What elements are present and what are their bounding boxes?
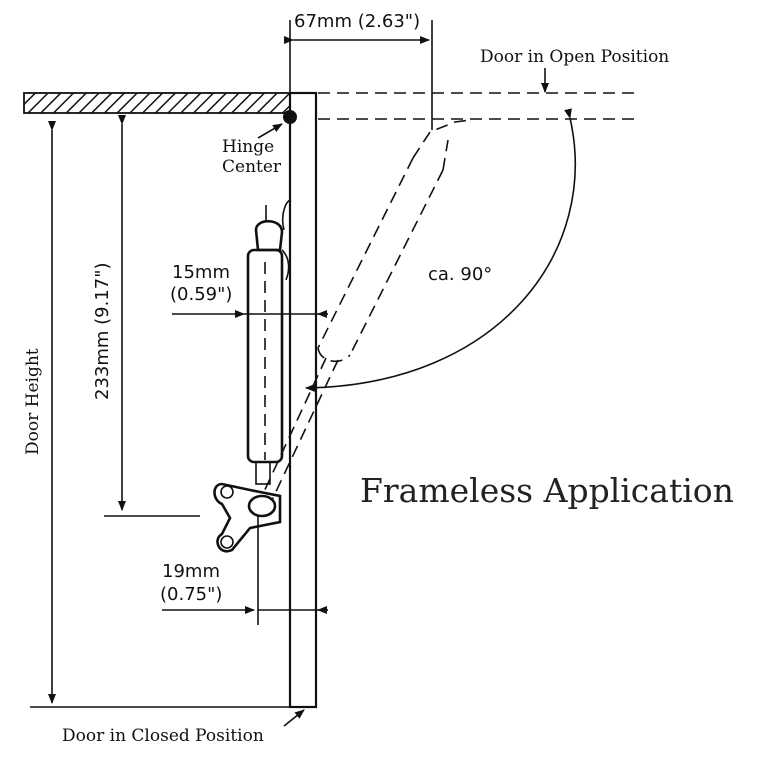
open-spring-left bbox=[317, 157, 414, 349]
door-closed-pointer bbox=[283, 709, 305, 727]
label-dim-233: 233mm (9.17") bbox=[92, 262, 113, 400]
spring-bracket-mid bbox=[281, 249, 290, 281]
open-spring-rod-left bbox=[261, 357, 327, 497]
angle-arc bbox=[305, 108, 576, 392]
label-dim-15-2: (0.59") bbox=[170, 284, 232, 305]
bracket-hole-bottom bbox=[220, 535, 234, 549]
hinge-center-dot bbox=[283, 110, 297, 124]
open-spring-rod-right bbox=[271, 359, 339, 501]
label-angle: ca. 90° bbox=[428, 264, 492, 285]
label-hinge-1: Hinge bbox=[222, 137, 274, 157]
label-dim-15-1: 15mm bbox=[172, 262, 230, 283]
bottom-bracket bbox=[213, 482, 282, 553]
spring-bracket-top bbox=[281, 199, 291, 231]
label-hinge-2: Center bbox=[222, 157, 282, 177]
door-closed-panel bbox=[288, 91, 318, 709]
diagram-title: Frameless Application bbox=[360, 471, 734, 510]
gas-spring-open bbox=[261, 119, 471, 501]
open-spring-right bbox=[349, 169, 444, 356]
label-dim-19-2: (0.75") bbox=[160, 584, 222, 605]
bracket-pivot bbox=[247, 494, 277, 518]
cabinet-top-hatched bbox=[23, 92, 291, 114]
bracket-hole-top bbox=[220, 485, 234, 499]
open-spring-top-2 bbox=[442, 139, 449, 171]
spring-piston-rod bbox=[255, 461, 271, 485]
spring-top-cap bbox=[254, 219, 284, 252]
label-door-open: Door in Open Position bbox=[480, 47, 669, 67]
label-door-closed: Door in Closed Position bbox=[62, 726, 264, 746]
open-spring-top bbox=[412, 119, 471, 159]
label-dim-67: 67mm (2.63") bbox=[294, 11, 420, 32]
hinge-pointer bbox=[257, 123, 283, 139]
label-dim-19-1: 19mm bbox=[162, 561, 220, 582]
gas-spring-closed bbox=[213, 199, 291, 553]
label-door-height: Door Height bbox=[23, 348, 43, 455]
open-spring-end bbox=[317, 347, 351, 363]
